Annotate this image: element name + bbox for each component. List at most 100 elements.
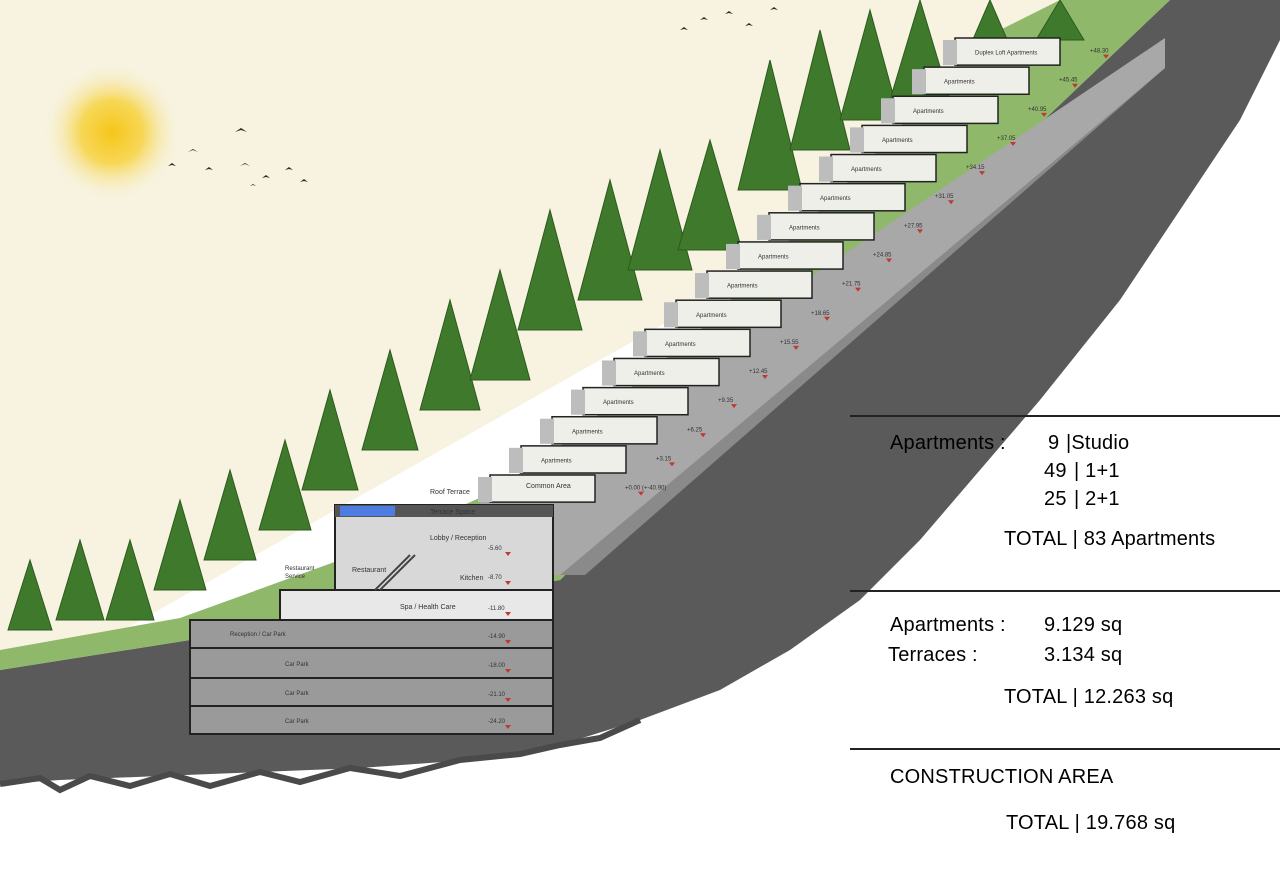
divider-2 [850, 590, 1280, 592]
level-marker-icon [762, 375, 768, 380]
level-marker: +0.00 (+-40.90) [625, 486, 666, 492]
level-marker: +9.35 [718, 398, 734, 404]
level-car-park-1: -18.00 [488, 663, 506, 669]
level-marker: +18.65 [811, 311, 830, 317]
label-apartments: Apartments [851, 167, 882, 173]
label-roof-terrace: Roof Terrace [430, 489, 470, 496]
level-marker: +6.25 [687, 427, 703, 433]
label-apartments: Apartments [727, 284, 758, 290]
summary-two-plus-one-count: 25 [1044, 488, 1067, 510]
level-marker: +3.15 [656, 456, 672, 462]
apartment-unit [675, 299, 782, 329]
level-marker-icon [700, 433, 706, 438]
label-apartments: Apartments [882, 138, 913, 144]
unit-wall [540, 418, 554, 444]
level-marker-icon [1072, 83, 1078, 88]
unit-wall [757, 214, 771, 240]
label-restaurant: Restaurant [352, 567, 386, 574]
summary-one-plus-one-type: | 1+1 [1074, 460, 1120, 482]
label-car-park-2: Car Park [285, 691, 310, 697]
level-marker-icon [917, 229, 923, 234]
unit-wall [726, 243, 740, 270]
unit-wall [819, 156, 833, 182]
unit-wall [478, 477, 492, 503]
unit-wall [912, 69, 926, 95]
apartment-unit [551, 415, 658, 445]
summary-one-plus-one-count: 49 [1044, 460, 1067, 482]
level-marker-icon [824, 316, 830, 321]
divider-1 [850, 415, 1280, 417]
label-restaurant-service-1: Restaurant [285, 566, 315, 572]
level-marker: +37.05 [997, 136, 1016, 142]
level-marker-icon [1103, 54, 1109, 59]
label-common-area: Common Area [526, 483, 571, 490]
area-terraces-label: Terraces : [888, 644, 978, 666]
unit-wall [509, 447, 523, 473]
apartment-unit [830, 153, 937, 183]
level-marker: +45.45 [1059, 78, 1078, 84]
level-car-park-3: -24.20 [488, 719, 506, 725]
apartment-unit [768, 212, 875, 241]
tree-row [7, 0, 1085, 631]
level-spa: -11.80 [488, 606, 505, 612]
label-car-park-3: Car Park [285, 719, 310, 725]
unit-wall [664, 302, 678, 328]
apartment-unit [923, 66, 1030, 96]
apartment-unit [737, 241, 844, 270]
unit-wall [881, 98, 895, 124]
label-spa: Spa / Health Care [400, 604, 456, 611]
apartment-unit [489, 474, 596, 503]
label-apartments: Apartments [603, 400, 634, 406]
level-kitchen: -8.70 [488, 575, 502, 581]
label-apartments: Apartments [820, 196, 851, 202]
construction-total: TOTAL | 19.768 sq [1006, 812, 1176, 834]
unit-wall [602, 360, 616, 386]
unit-wall [633, 331, 647, 357]
level-marker-icon [793, 345, 799, 350]
level-car-park-2: -21.10 [488, 692, 506, 698]
area-total: TOTAL | 12.263 sq [1004, 686, 1174, 708]
summary-studio-type: |Studio [1066, 432, 1130, 454]
label-apartments: Apartments [913, 109, 944, 115]
level-marker: +31.05 [935, 194, 954, 200]
level-marker: +12.45 [749, 369, 768, 375]
label-apartments: Apartments [696, 313, 727, 319]
summary-total-apartments: TOTAL | 83 Apartments [1004, 528, 1216, 550]
apartment-unit [706, 270, 813, 299]
divider-3 [850, 748, 1280, 750]
label-apartments: Apartments [758, 255, 789, 261]
label-lobby: Lobby / Reception [430, 535, 487, 542]
unit-wall [850, 127, 864, 153]
podium-block [189, 504, 554, 735]
summary-apartments-label: Apartments : [890, 432, 1006, 454]
apartment-unit [892, 95, 999, 125]
unit-wall [695, 273, 709, 299]
level-marker-icon [1010, 141, 1016, 146]
level-marker-icon [979, 171, 985, 176]
label-restaurant-service-2: Service [285, 574, 306, 580]
label-apartments: Apartments [572, 429, 603, 435]
apartment-unit [861, 124, 968, 154]
summary-studio-count: 9 [1048, 432, 1060, 454]
label-car-park-1: Car Park [285, 662, 310, 668]
label-apartments: Apartments [541, 458, 572, 464]
area-apartments-value: 9.129 sq [1044, 614, 1123, 636]
unit-wall [788, 185, 802, 211]
unit-wall [943, 40, 957, 66]
apartment-unit [613, 357, 720, 387]
label-terrace-space: Terrace Space [430, 509, 475, 516]
level-marker-icon [669, 462, 675, 467]
label-apartments: Apartments [944, 80, 975, 86]
level-marker-icon [731, 404, 737, 409]
level-marker: +40.95 [1028, 107, 1047, 113]
level-lobby: -5.60 [488, 546, 502, 552]
apartment-unit [644, 328, 751, 358]
sun [42, 62, 182, 202]
level-marker-icon [638, 491, 644, 496]
apartment-unit [582, 386, 689, 416]
area-terraces-value: 3.134 sq [1044, 644, 1123, 666]
unit-wall [571, 389, 585, 415]
level-marker-icon [886, 258, 892, 263]
level-marker: +27.95 [904, 223, 923, 229]
